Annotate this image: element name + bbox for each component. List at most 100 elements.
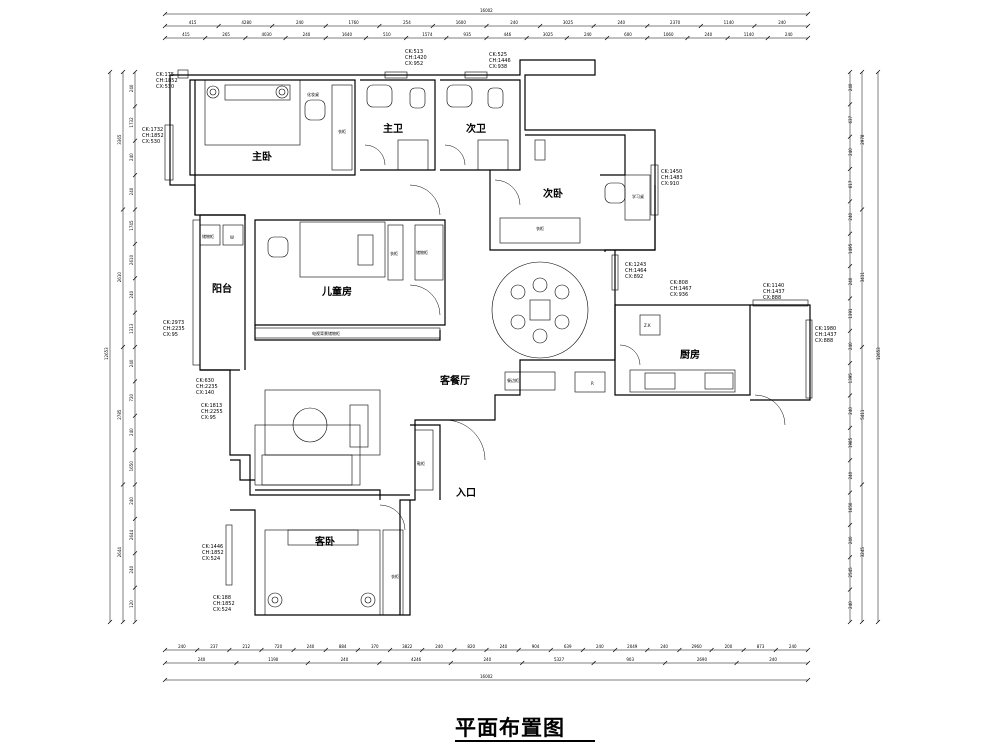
room-label-guest_bed: 客卧 bbox=[314, 535, 335, 548]
window-spec-w_guest2-2: CX:524 bbox=[213, 607, 231, 613]
room-label-entrance: 入口 bbox=[456, 487, 476, 499]
dim-right-inner-9: 1395 bbox=[848, 373, 853, 384]
room-label-living_dining: 客餐厅 bbox=[439, 374, 470, 387]
dim-bottom-inner-18: 873 bbox=[757, 644, 765, 649]
dim-top-inner-5: 510 bbox=[383, 32, 391, 37]
dim-right-inner-16: 240 bbox=[848, 601, 853, 609]
furniture-label-sideboard-9: 餐边柜 bbox=[507, 377, 519, 383]
window-spec-w_bath2-2: CX:938 bbox=[489, 64, 507, 70]
window-spec-w_dining-2: CX:892 bbox=[625, 274, 643, 280]
window-spec-w_bath2-1: CH:1446 bbox=[489, 58, 511, 64]
dim-top-outer-3: 1760 bbox=[349, 20, 360, 25]
window-spec-w_guest1-0: CK:1446 bbox=[202, 544, 223, 550]
window-spec-w_master_top-2: CX:530 bbox=[156, 84, 174, 90]
window-spec-w_guest2-1: CH:1852 bbox=[213, 601, 235, 607]
dim-top-outer-5: 1600 bbox=[456, 20, 467, 25]
furniture-label-storage_cab-7: 储物柜 bbox=[416, 249, 428, 255]
room-label-second_bath: 次卫 bbox=[466, 122, 486, 135]
window-spec-w_kitchen3-0: CK:1980 bbox=[815, 326, 836, 332]
window-spec-w_balcony-0: CK:2973 bbox=[163, 320, 184, 326]
window-spec-w_living1-0: CK:630 bbox=[196, 378, 214, 384]
dim-bottom-outer-2: 240 bbox=[341, 657, 349, 662]
dim-left-inner-8: 240 bbox=[129, 359, 134, 367]
dim-bottom-outer-4: 240 bbox=[484, 657, 492, 662]
dim-top-outer-6: 240 bbox=[510, 20, 518, 25]
dim-top-outer-4: 254 bbox=[403, 20, 411, 25]
dim-top-inner-0: 415 bbox=[182, 32, 190, 37]
furniture-label-wardrobe-13: 衣柜 bbox=[391, 573, 399, 579]
window-spec-w_dining-1: CH:1464 bbox=[625, 268, 647, 274]
dim-left-inner-2: 240 bbox=[129, 153, 134, 161]
window-spec-w_balcony-1: CH:2235 bbox=[163, 326, 185, 332]
dim-right-outer-1: 3411 bbox=[860, 272, 865, 283]
dim-right-inner-12: 240 bbox=[848, 471, 853, 479]
dim-top-inner-14: 1140 bbox=[744, 32, 755, 37]
furniture-label-wardrobe-3: 衣柜 bbox=[536, 225, 544, 231]
dim-left-outer-2: 2785 bbox=[117, 409, 122, 420]
dim-bottom-inner-0: 240 bbox=[178, 644, 186, 649]
dim-right-inner-4: 240 bbox=[848, 212, 853, 220]
windows bbox=[164, 69, 813, 586]
window-spec-w_kitchen3-1: CH:1437 bbox=[815, 332, 837, 338]
walls bbox=[169, 59, 811, 616]
dim-top-inner-8: 446 bbox=[504, 32, 512, 37]
dim-left-inner-6: 240 bbox=[129, 290, 134, 298]
room-label-kitchen: 厨房 bbox=[680, 348, 700, 361]
window-spec-w_living1-1: CH:2235 bbox=[196, 384, 218, 390]
dim-left-inner-0: 240 bbox=[129, 84, 134, 92]
dim-top-inner-6: 1574 bbox=[422, 32, 433, 37]
furniture-label-dresser-0: 化妆桌 bbox=[307, 91, 319, 97]
dim-bottom-inner-6: 370 bbox=[371, 644, 379, 649]
dim-top-inner-15: 240 bbox=[785, 32, 793, 37]
dim-bottom-inner-2: 212 bbox=[242, 644, 250, 649]
dim-top-inner-7: 935 bbox=[463, 32, 471, 37]
dim-top-outer-11: 240 bbox=[778, 20, 786, 25]
dim-bottom-inner-5: 884 bbox=[339, 644, 347, 649]
dim-bottom-outer-6: 903 bbox=[626, 657, 634, 662]
dim-bottom-inner-8: 240 bbox=[435, 644, 443, 649]
dim-bottom-inner-17: 200 bbox=[725, 644, 733, 649]
window-spec-w_master_side-2: CX:530 bbox=[142, 139, 160, 145]
dim-top-outer-0: 415 bbox=[189, 20, 197, 25]
dim-left-inner-14: 240 bbox=[129, 565, 134, 573]
window-spec-w_living2-0: CK:1813 bbox=[201, 403, 222, 409]
window-spec-w_bath1-1: CH:1420 bbox=[405, 55, 427, 61]
dim-bottom-inner-4: 240 bbox=[307, 644, 315, 649]
dim-bottom-inner-10: 240 bbox=[500, 644, 508, 649]
window-spec-w_second-2: CX:910 bbox=[661, 181, 679, 187]
furniture-label-desk-2: 学习桌 bbox=[632, 193, 644, 199]
dim-bottom-inner-19: 240 bbox=[789, 644, 797, 649]
dim-right-outer-3: 3245 bbox=[860, 547, 865, 558]
dim-left-inner-4: 1745 bbox=[129, 220, 134, 231]
dim-bottom-inner-9: 820 bbox=[467, 644, 475, 649]
dim-overall-top: 16002 bbox=[480, 8, 493, 13]
dim-right-total: 12653 bbox=[876, 347, 881, 360]
dim-right-inner-8: 240 bbox=[848, 342, 853, 350]
dim-bottom-outer-0: 240 bbox=[198, 657, 206, 662]
dim-top-outer-1: 4280 bbox=[241, 20, 252, 25]
window-spec-w_living2-2: CX:95 bbox=[201, 415, 216, 421]
dim-left-inner-7: 1313 bbox=[129, 323, 134, 334]
furniture-label-tv_cab-8: 电视背景储物柜 bbox=[312, 330, 340, 336]
dim-bottom-inner-12: 639 bbox=[564, 644, 572, 649]
dim-top-inner-1: 265 bbox=[222, 32, 230, 37]
window-spec-w_kitchen2-1: CH:1437 bbox=[763, 289, 785, 295]
furniture bbox=[199, 79, 736, 616]
dim-right-inner-6: 240 bbox=[848, 277, 853, 285]
dim-left-total: 12653 bbox=[104, 347, 109, 360]
dim-bottom-inner-16: 2960 bbox=[691, 644, 702, 649]
window-spec-w_kitchen1-2: CX:936 bbox=[670, 292, 688, 298]
dim-bottom-outer-7: 2690 bbox=[697, 657, 708, 662]
furniture-label-zk-11: Z.K bbox=[644, 323, 651, 328]
dim-right-inner-10: 240 bbox=[848, 407, 853, 415]
doors bbox=[364, 144, 786, 531]
window-spec-w_second-0: CK:1450 bbox=[661, 169, 682, 175]
room-label-balcony: 阳台 bbox=[212, 282, 232, 295]
dim-left-inner-11: 1650 bbox=[129, 461, 134, 472]
furniture-label-shoe_cab-12: 鞋柜 bbox=[417, 460, 425, 466]
furniture-label-wardrobe-1: 衣柜 bbox=[338, 128, 346, 134]
dim-bottom-outer-5: 5327 bbox=[554, 657, 565, 662]
room-label-kids_room: 儿童房 bbox=[321, 285, 352, 298]
dim-bottom-outer-8: 240 bbox=[769, 657, 777, 662]
